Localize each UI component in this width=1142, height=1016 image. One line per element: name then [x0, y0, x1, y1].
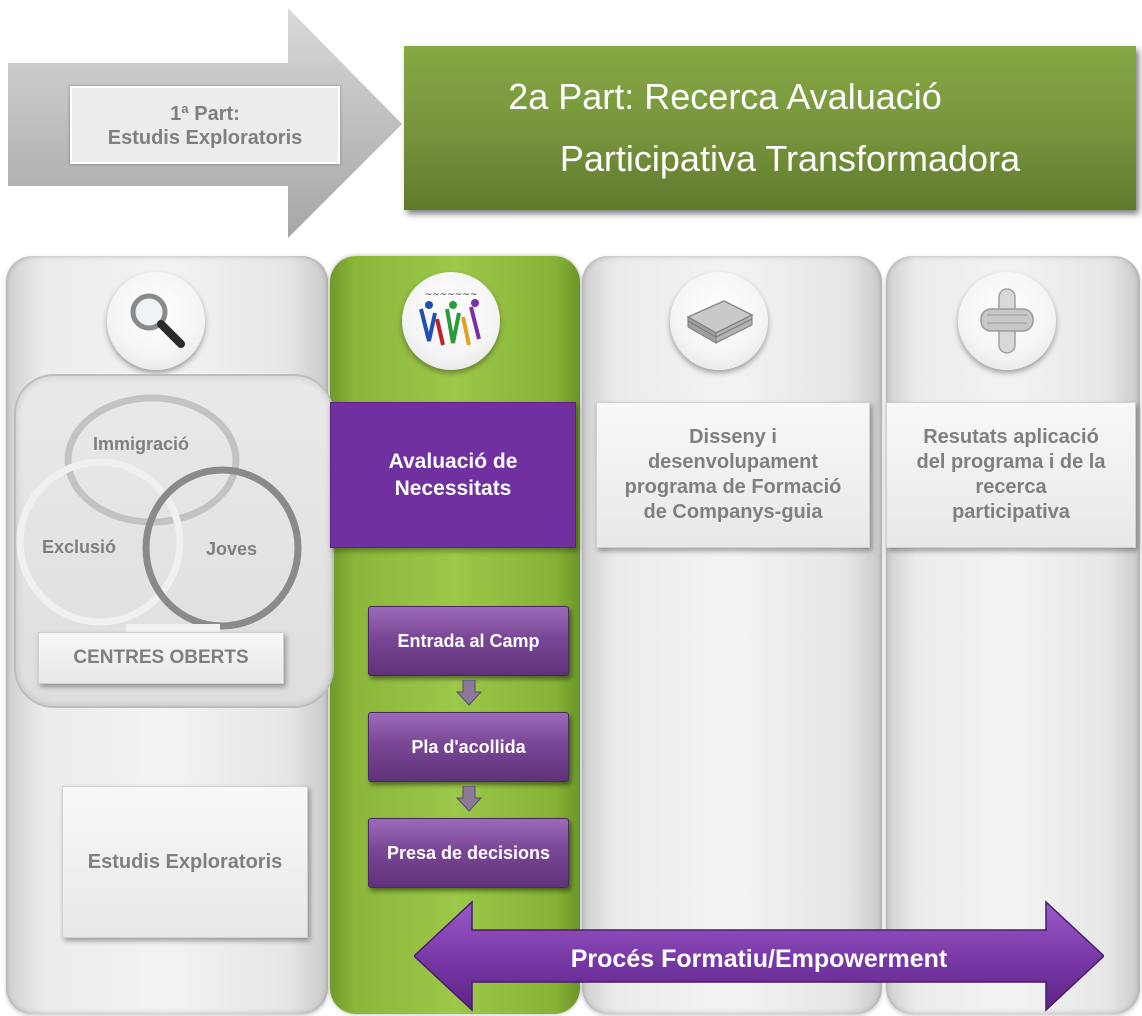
papers-icon: [670, 272, 768, 370]
venn-circle-joves: [142, 466, 302, 630]
design-line4: de Companys-guia: [643, 501, 823, 523]
design-line2: desenvolupament: [647, 451, 819, 473]
down-arrow-icon: [456, 786, 482, 812]
needs-line1: Avaluació de: [388, 450, 518, 473]
down-arrow-icon: [456, 680, 482, 706]
svg-text:~~~~~~~: ~~~~~~~: [425, 290, 478, 300]
venn-label-top: Immigració: [93, 434, 190, 454]
part2-line2: Participativa Transformadora: [559, 138, 1021, 179]
needs-line2: Necessitats: [394, 477, 512, 500]
hands-icon: [958, 272, 1056, 370]
centre-obert-logo: ~~~~~~~: [402, 272, 500, 370]
venn-circle-exclusio: [16, 458, 184, 626]
step-pla-acollida: Pla d'acollida: [368, 712, 569, 782]
venn-label-right: Joves: [206, 539, 258, 559]
design-line1: Disseny i: [689, 426, 777, 448]
empowerment-label: Procés Formatiu/Empowerment: [570, 945, 948, 973]
results-line4: participativa: [952, 501, 1070, 523]
needs-assessment-header: Avaluació de Necessitats: [330, 402, 576, 548]
results-box: Resutats aplicació del programa i de la …: [886, 402, 1136, 548]
step-entrada-camp: Entrada al Camp: [368, 606, 569, 676]
magnifier-icon: [107, 272, 205, 370]
column-design: [582, 256, 882, 1014]
part1-line2: Estudis Exploratoris: [107, 127, 303, 149]
design-line3: programa de Formació: [624, 476, 842, 498]
exploratory-studies-box: Estudis Exploratoris: [62, 786, 308, 938]
step-presa-decisions: Presa de decisions: [368, 818, 569, 888]
column-results: [886, 256, 1140, 1014]
results-line3: recerca: [975, 476, 1047, 498]
part2-line1: 2a Part: Recerca Avaluació: [508, 76, 942, 117]
part1-line1: 1ª Part:: [170, 103, 240, 125]
results-line1: Resutats aplicació: [923, 426, 1099, 448]
empowerment-double-arrow: [414, 900, 1104, 1012]
venn-label-left: Exclusió: [42, 537, 117, 557]
results-line2: del programa i de la: [916, 451, 1106, 473]
design-program-box: Disseny i desenvolupament programa de Fo…: [596, 402, 870, 548]
part1-label-box: 1ª Part: Estudis Exploratoris: [70, 86, 340, 164]
part2-banner: 2a Part: Recerca Avaluació Participativa…: [404, 46, 1136, 210]
centres-oberts-label: CENTRES OBERTS: [38, 632, 284, 684]
